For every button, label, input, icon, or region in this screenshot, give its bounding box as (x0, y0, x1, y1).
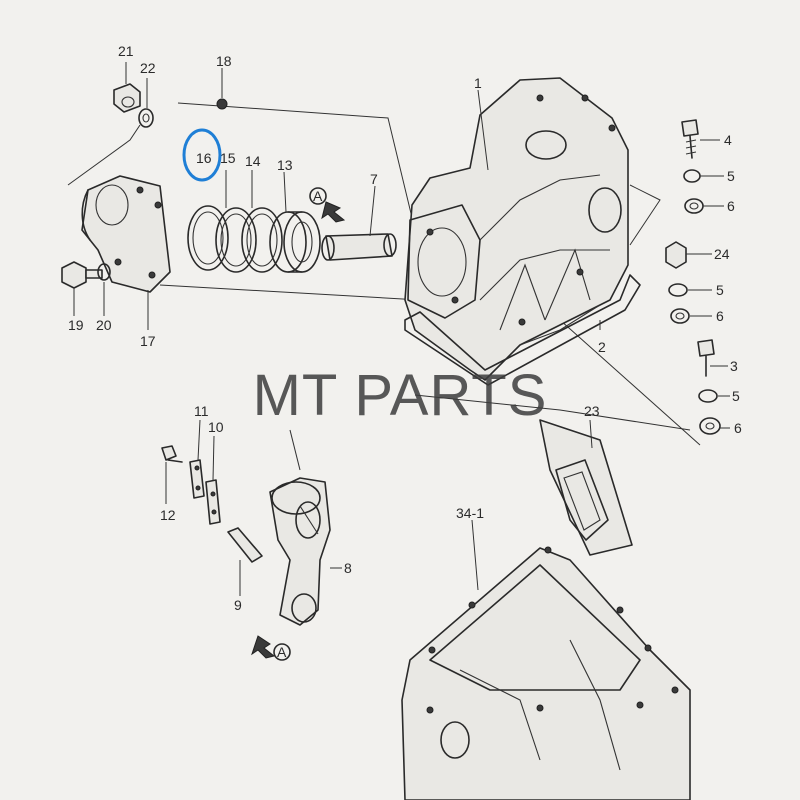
seal-ring-16 (187, 205, 229, 271)
arrow-a-top: A (309, 187, 346, 223)
highlight-circle (182, 128, 222, 182)
callout-20: 20 (96, 317, 112, 333)
callout-14: 14 (245, 153, 261, 169)
callout-19: 19 (68, 317, 84, 333)
housing-1 (404, 77, 629, 381)
plate-11 (189, 459, 205, 499)
callout-numbers: 21 22 18 16 15 14 13 7 1 4 5 6 24 5 6 2 … (68, 43, 742, 613)
marker-a-bottom: A (277, 644, 287, 660)
washer-22 (138, 108, 154, 128)
bushing-13 (269, 211, 321, 273)
callout-3: 3 (730, 358, 738, 374)
washer-6c (699, 417, 721, 435)
callout-15: 15 (220, 150, 236, 166)
callout-6c: 6 (734, 420, 742, 436)
callout-8: 8 (344, 560, 352, 576)
plate-23 (539, 419, 633, 556)
washer-6b (670, 308, 690, 324)
bolt-12 (161, 445, 183, 463)
callout-23: 23 (584, 403, 600, 419)
gasket-2 (404, 274, 641, 386)
washer-20 (97, 263, 111, 281)
callout-22: 22 (140, 60, 156, 76)
cover-17 (81, 175, 171, 293)
callout-11: 11 (194, 403, 209, 419)
callout-7: 7 (370, 171, 378, 187)
callout-leaders (73, 62, 730, 596)
callout-9: 9 (234, 597, 242, 613)
callout-5c: 5 (732, 388, 740, 404)
pin-9 (227, 527, 263, 563)
callout-18: 18 (216, 53, 232, 69)
marker-a-top: A (313, 188, 323, 204)
shaft-7 (321, 233, 397, 261)
bolt-21 (113, 83, 141, 113)
callout-10: 10 (208, 419, 224, 435)
washer-5b (668, 283, 688, 297)
callout-12: 12 (160, 507, 176, 523)
washer-6a (684, 198, 704, 214)
callout-1: 1 (474, 75, 482, 91)
case-34-1 (401, 546, 691, 800)
arrow-a-bottom: A (251, 635, 291, 661)
callout-6b: 6 (716, 308, 724, 324)
bolt-19 (61, 261, 103, 289)
callout-2: 2 (598, 339, 606, 355)
callout-24: 24 (714, 246, 730, 262)
callout-21: 21 (118, 43, 134, 59)
seal-ring-14 (241, 207, 283, 273)
nut-24 (665, 241, 687, 269)
plate-10 (205, 479, 221, 525)
callout-34-1: 34-1 (456, 505, 484, 521)
bolt-3 (697, 339, 715, 377)
callout-5a: 5 (727, 168, 735, 184)
lever-arm-8 (269, 477, 331, 626)
washer-5a (683, 169, 701, 183)
seal-ring-15 (215, 207, 257, 273)
callout-13: 13 (277, 157, 293, 173)
callout-4: 4 (724, 132, 732, 148)
plug-18 (216, 98, 228, 110)
callout-17: 17 (140, 333, 156, 349)
washer-5c (698, 389, 718, 403)
callout-6a: 6 (727, 198, 735, 214)
callout-5b: 5 (716, 282, 724, 298)
bolt-4 (681, 119, 699, 159)
callout-16: 16 (196, 150, 212, 166)
leader-lines (67, 102, 701, 471)
